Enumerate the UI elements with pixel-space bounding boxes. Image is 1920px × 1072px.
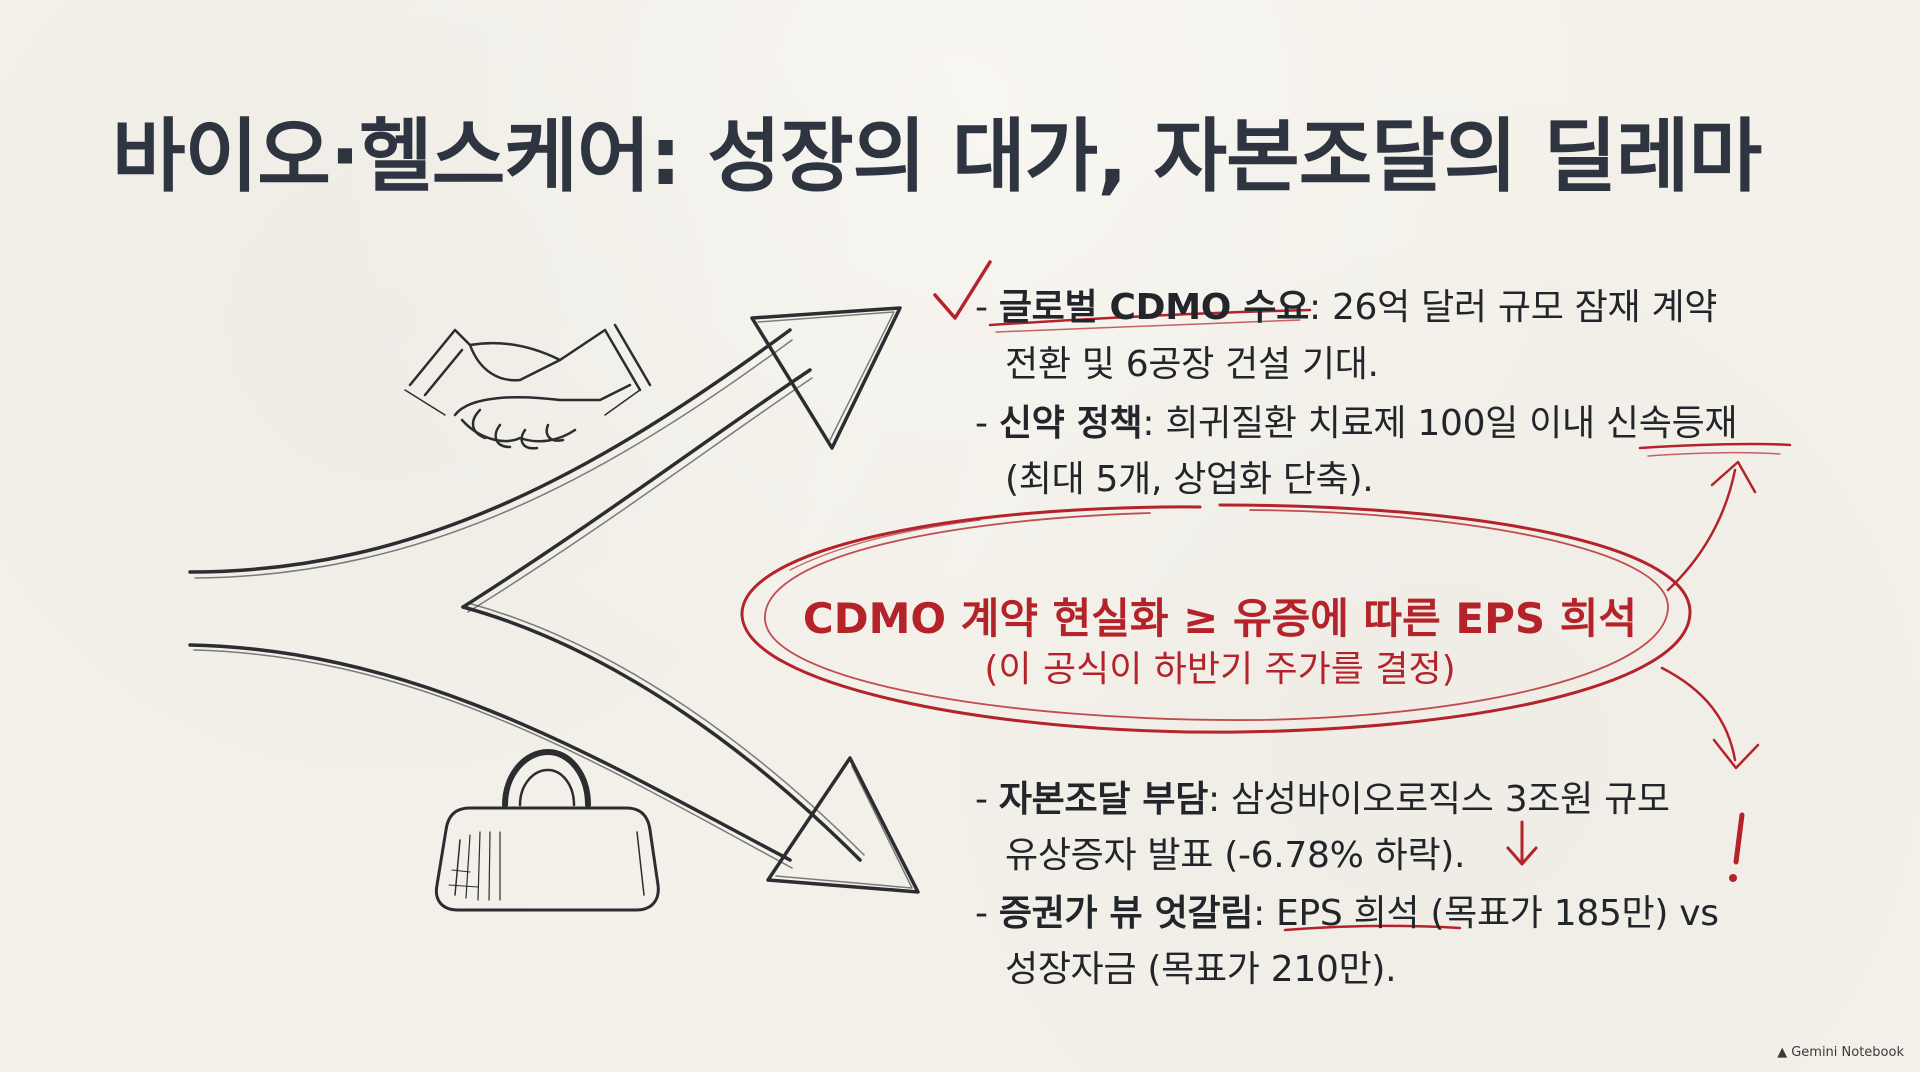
arrow-to-capital: [1660, 666, 1760, 770]
underline-fast-listing-2: [1647, 451, 1781, 457]
gemini-icon: ▲: [1777, 1045, 1788, 1060]
formula-main: CDMO 계약 현실화 ≥ 유증에 따른 EPS 희석: [802, 594, 1638, 643]
bullet-dash: -: [975, 779, 988, 820]
underline-eps: [1283, 924, 1462, 932]
handshake-icon: [404, 323, 652, 450]
brand-label: Gemini Notebook: [1791, 1045, 1904, 1060]
top-point-2-line-1: - 신약 정책: 희귀질환 치료제 100일 이내 신속등재: [975, 394, 1738, 446]
underline-fast-listing: [1638, 442, 1792, 450]
exclamation-icon: [1729, 812, 1745, 882]
point-text: : 희귀질환 치료제 100일 이내 신속등재: [1142, 403, 1738, 444]
brand-watermark: ▲Gemini Notebook: [1777, 1045, 1904, 1060]
bullet-dash: -: [975, 893, 988, 934]
weight-icon: [434, 749, 660, 912]
checkmark-icon: [933, 260, 992, 320]
point-heading: 글로벌 CDMO 수요: [998, 287, 1309, 328]
arrow-to-policy: [1666, 460, 1757, 592]
bottom-point-1-line-2: 유상증자 발표 (-6.78% 하락).: [1005, 835, 1466, 876]
formula-circle: [740, 503, 1692, 734]
burden-arrow-down: [188, 602, 920, 894]
growth-arrow-up: [188, 306, 902, 613]
page-title: 바이오·헬스케어: 성장의 대가, 자본조달의 딜레마: [112, 110, 1762, 203]
underline-cdmo-demand-2: [995, 319, 1301, 333]
formula-sub: (이 공식이 하반기 주가를 결정): [984, 649, 1456, 690]
top-point-2-line-2: (최대 5개, 상업화 단축).: [1005, 459, 1374, 500]
top-point-1-line-1: - 글로벌 CDMO 수요: 26억 달러 규모 잠재 계약: [975, 278, 1717, 330]
underline-cdmo-demand: [988, 308, 1312, 327]
bottom-point-2-line-2: 성장자금 (목표가 210만).: [1005, 949, 1397, 990]
bullet-dash: -: [975, 403, 988, 444]
point-text: : EPS 희석 (목표가 185만) vs: [1253, 893, 1719, 934]
point-text: : 26억 달러 규모 잠재 계약: [1308, 287, 1718, 328]
bottom-point-2-line-1: - 증권가 뷰 엇갈림: EPS 희석 (목표가 185만) vs: [975, 884, 1719, 936]
point-heading: 신약 정책: [998, 403, 1143, 444]
bullet-dash: -: [975, 287, 988, 328]
bottom-point-1-line-1: - 자본조달 부담: 삼성바이오로직스 3조원 규모: [975, 770, 1670, 822]
point-heading: 증권가 뷰 엇갈림: [998, 893, 1254, 934]
point-heading: 자본조달 부담: [998, 779, 1209, 820]
down-arrow-icon: [1506, 820, 1538, 866]
point-text: : 삼성바이오로직스 3조원 규모: [1208, 779, 1670, 820]
top-point-1-line-2: 전환 및 6공장 건설 기대.: [1005, 344, 1379, 385]
